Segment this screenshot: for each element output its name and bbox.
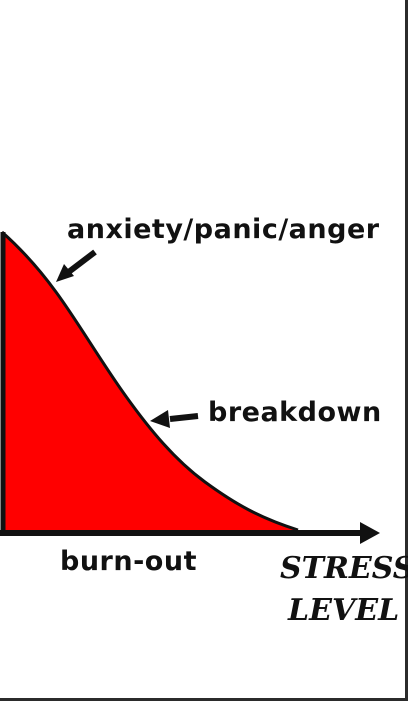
label-breakdown: breakdown: [208, 397, 382, 428]
arrow-anxiety-icon: [56, 249, 97, 282]
stress-curve-area: [2, 232, 298, 530]
stress-curve-line: [1, 230, 299, 532]
x-axis-arrowhead: [360, 522, 380, 544]
x-axis-label-level: LEVEL: [287, 593, 399, 628]
label-burn-out: burn-out: [60, 546, 197, 577]
label-anxiety-panic-anger: anxiety/panic/anger: [67, 214, 380, 245]
arrow-breakdown-icon: [150, 410, 199, 428]
x-axis-label-stress: STRESS: [280, 551, 408, 586]
